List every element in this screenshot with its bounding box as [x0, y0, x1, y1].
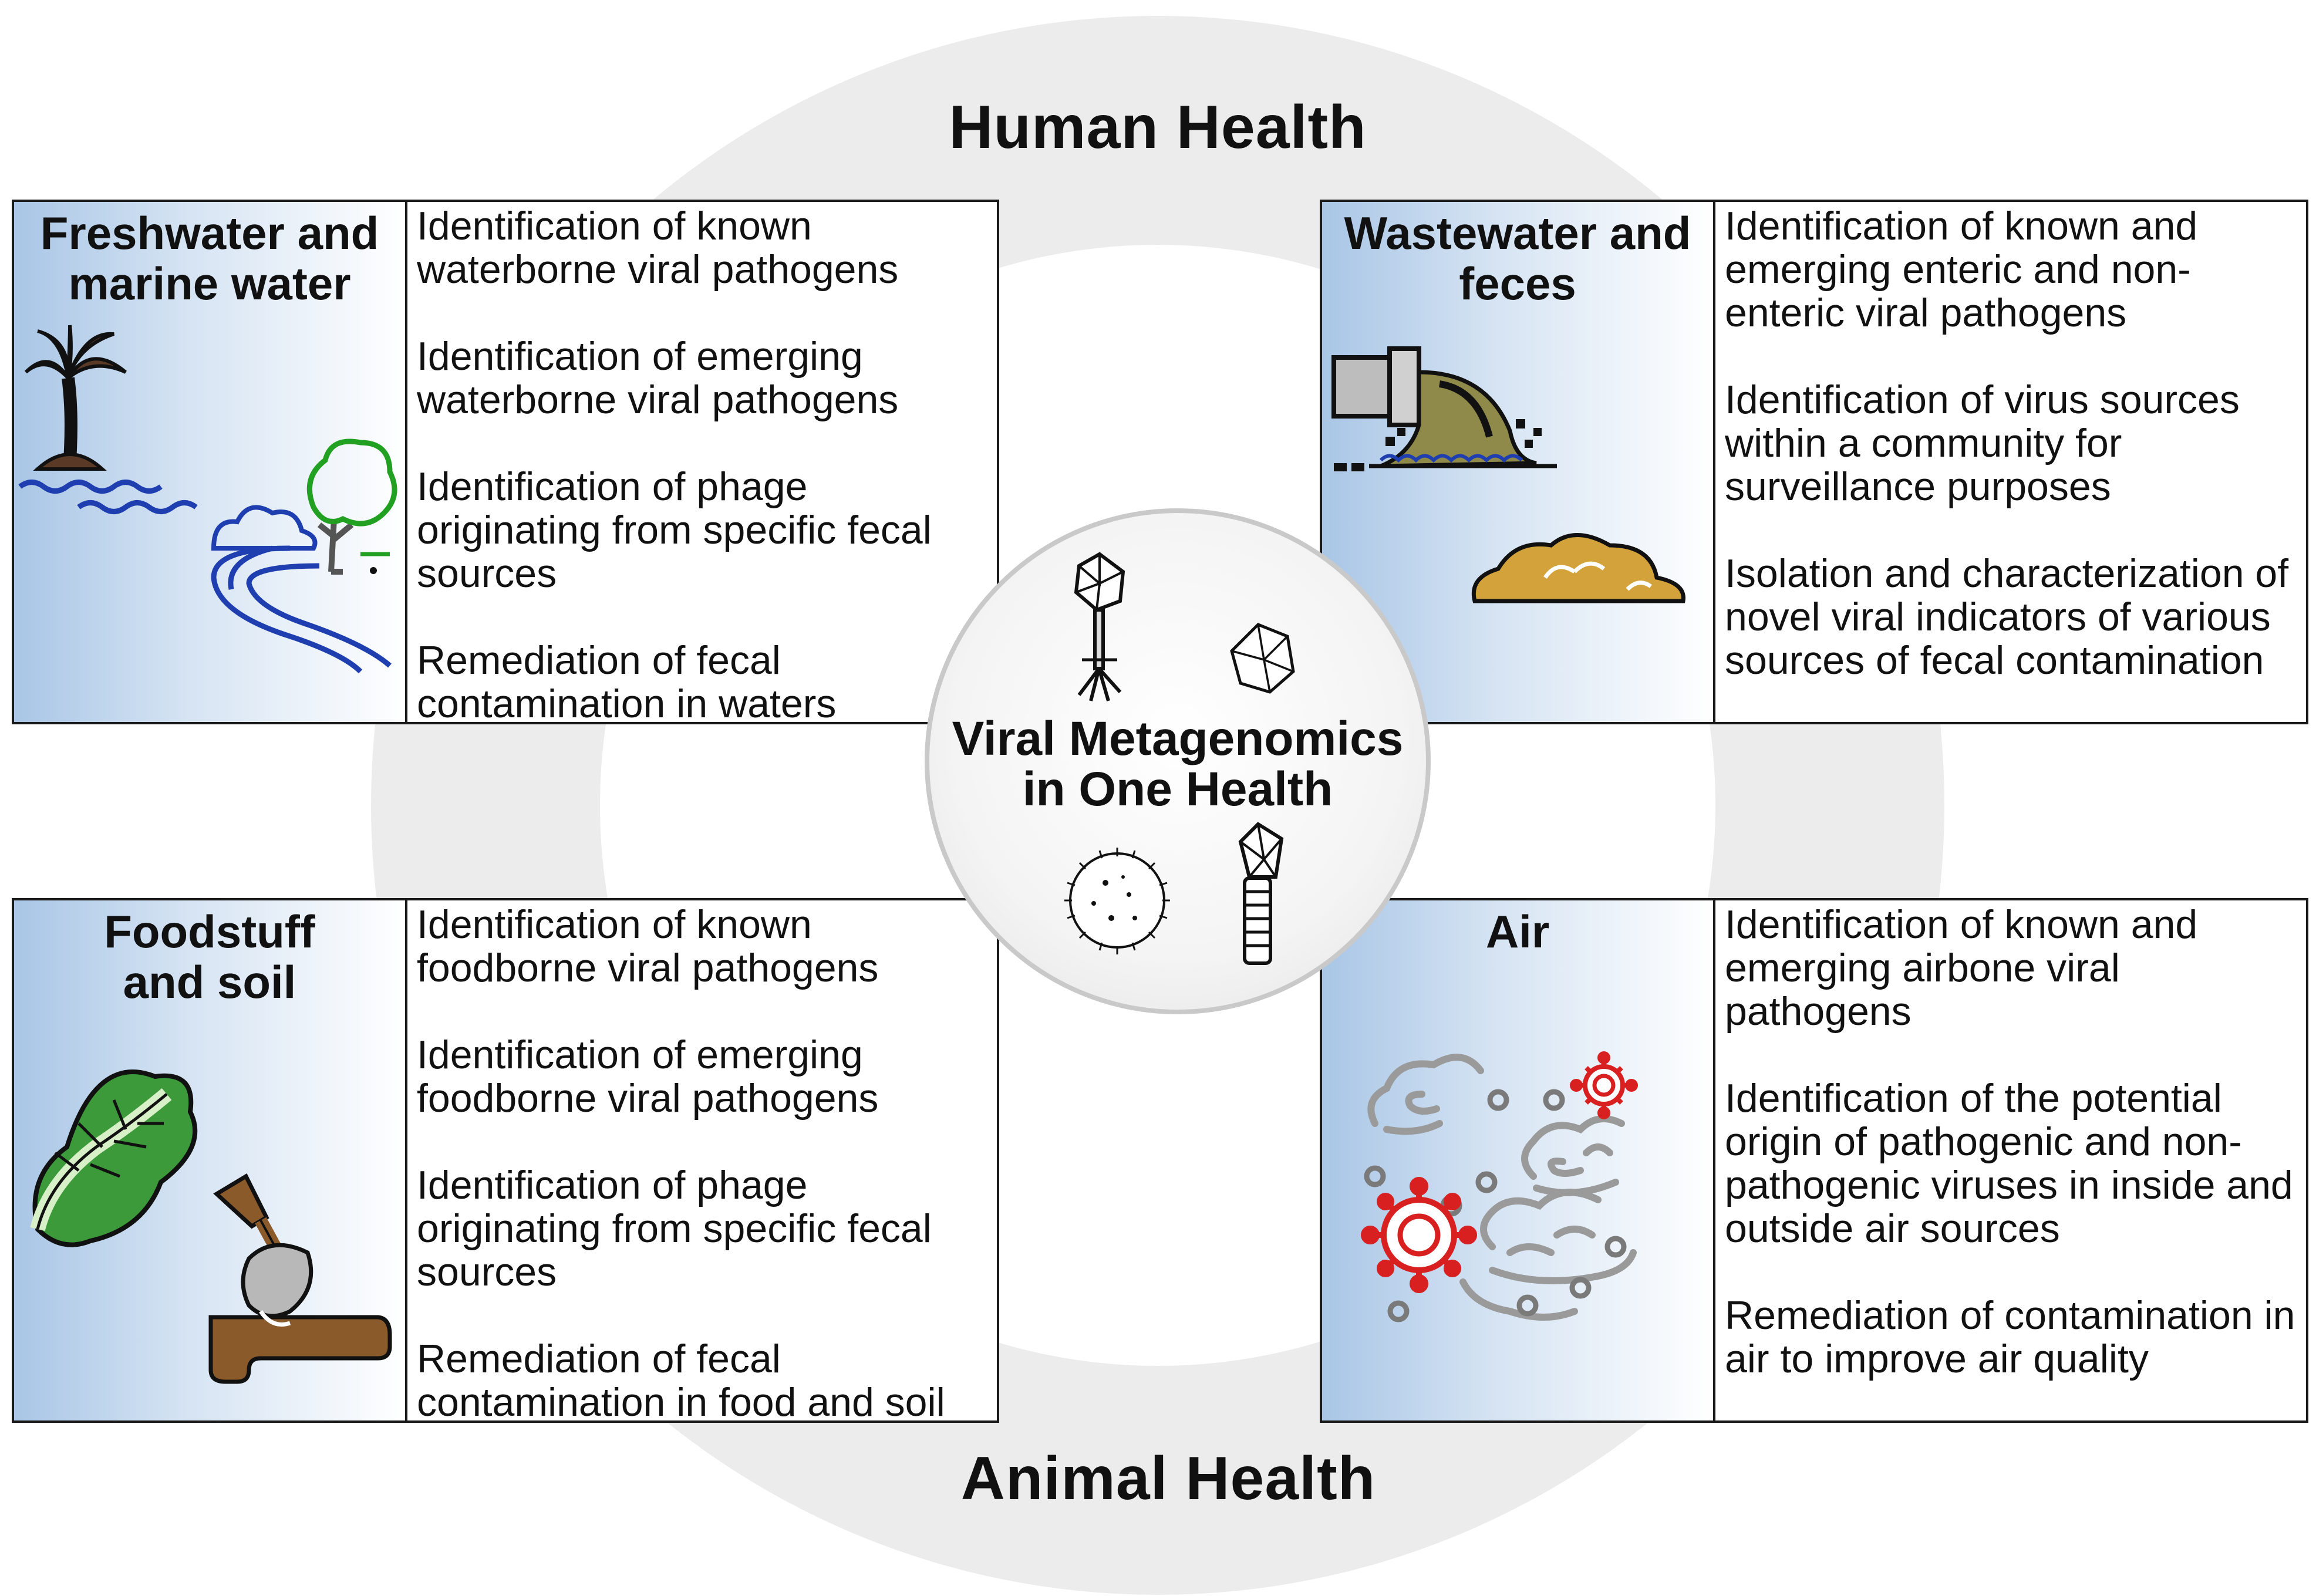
foodstuff-panel-title: Foodstuff and soil	[14, 906, 405, 1007]
list-item: Remediation of contamination in air to i…	[1725, 1293, 2295, 1381]
air-panel-title: Air	[1322, 906, 1713, 957]
center-title-line1: Viral Metagenomics	[952, 712, 1404, 765]
wastewater-items: Identification of known and emerging ent…	[1715, 202, 2306, 722]
human-health-heading: Human Health	[949, 93, 1367, 161]
freshwater-title-line1: Freshwater and	[40, 207, 379, 259]
air-panel-header: Air	[1322, 900, 1715, 1420]
list-item: Identification of phage originating from…	[417, 1163, 932, 1294]
air-title-line1: Air	[1485, 906, 1550, 957]
list-item: Identification of virus sources within a…	[1725, 377, 2240, 509]
freshwater-panel-title: Freshwater and marine water	[14, 208, 405, 309]
icosahedral-virus-icon	[1230, 623, 1295, 694]
freshwater-title-line2: marine water	[68, 258, 351, 309]
island-river-tree-icon	[18, 325, 397, 674]
freshwater-items: Identification of known waterborne viral…	[407, 202, 997, 726]
center-title: Viral Metagenomics in One Health	[929, 714, 1426, 815]
foodstuff-items: Identification of known foodborne viral …	[407, 900, 997, 1424]
list-item: Identification of known foodborne viral …	[417, 902, 879, 990]
wastewater-panel-title: Wastewater and feces	[1322, 208, 1713, 309]
list-item: Identification of known waterborne viral…	[417, 204, 899, 292]
center-circle: Viral Metagenomics in One Health	[925, 508, 1431, 1014]
lettuce-shovel-soil-icon	[30, 1069, 392, 1384]
freshwater-panel-header: Freshwater and marine water	[14, 202, 407, 722]
virus-illustrations	[1064, 552, 1295, 965]
list-item: Identification of known and emerging air…	[1725, 902, 2198, 1034]
foodstuff-panel-header: Foodstuff and soil	[14, 900, 407, 1420]
foodstuff-title-line2: and soil	[123, 956, 296, 1008]
list-item: Identification of emerging waterborne vi…	[417, 334, 899, 422]
foodstuff-title-line1: Foodstuff	[104, 906, 315, 957]
tailed-phage-icon	[1238, 822, 1284, 965]
air-panel: Air	[1320, 898, 2308, 1423]
list-item: Identification of the potential origin o…	[1725, 1076, 2293, 1251]
spiky-virus-icon	[1064, 848, 1170, 954]
list-item: Remediation of fecal contamination in wa…	[417, 638, 837, 726]
list-item: Identification of known and emerging ent…	[1725, 204, 2198, 335]
clouds-airborne-virus-icon	[1361, 1051, 1638, 1322]
list-item: Isolation and characterization of novel …	[1725, 551, 2289, 683]
foodstuff-panel: Foodstuff and soil Identification of kno…	[12, 898, 999, 1424]
list-item: Remediation of fecal contamination in fo…	[417, 1337, 945, 1425]
list-item: Identification of phage originating from…	[417, 464, 932, 596]
wastewater-title-line2: feces	[1459, 258, 1576, 309]
list-item: Identification of emerging foodborne vir…	[417, 1032, 879, 1121]
bacteriophage-icon	[1074, 552, 1125, 701]
center-title-line2: in One Health	[1022, 762, 1333, 816]
freshwater-panel: Freshwater and marine water	[12, 200, 999, 726]
wastewater-panel: Wastewater and feces Identif	[1320, 200, 2308, 724]
wastewater-title-line1: Wastewater and	[1344, 207, 1691, 259]
sewage-pipe-feces-icon	[1331, 346, 1685, 603]
animal-health-heading: Animal Health	[960, 1445, 1376, 1513]
air-items: Identification of known and emerging air…	[1715, 900, 2306, 1420]
